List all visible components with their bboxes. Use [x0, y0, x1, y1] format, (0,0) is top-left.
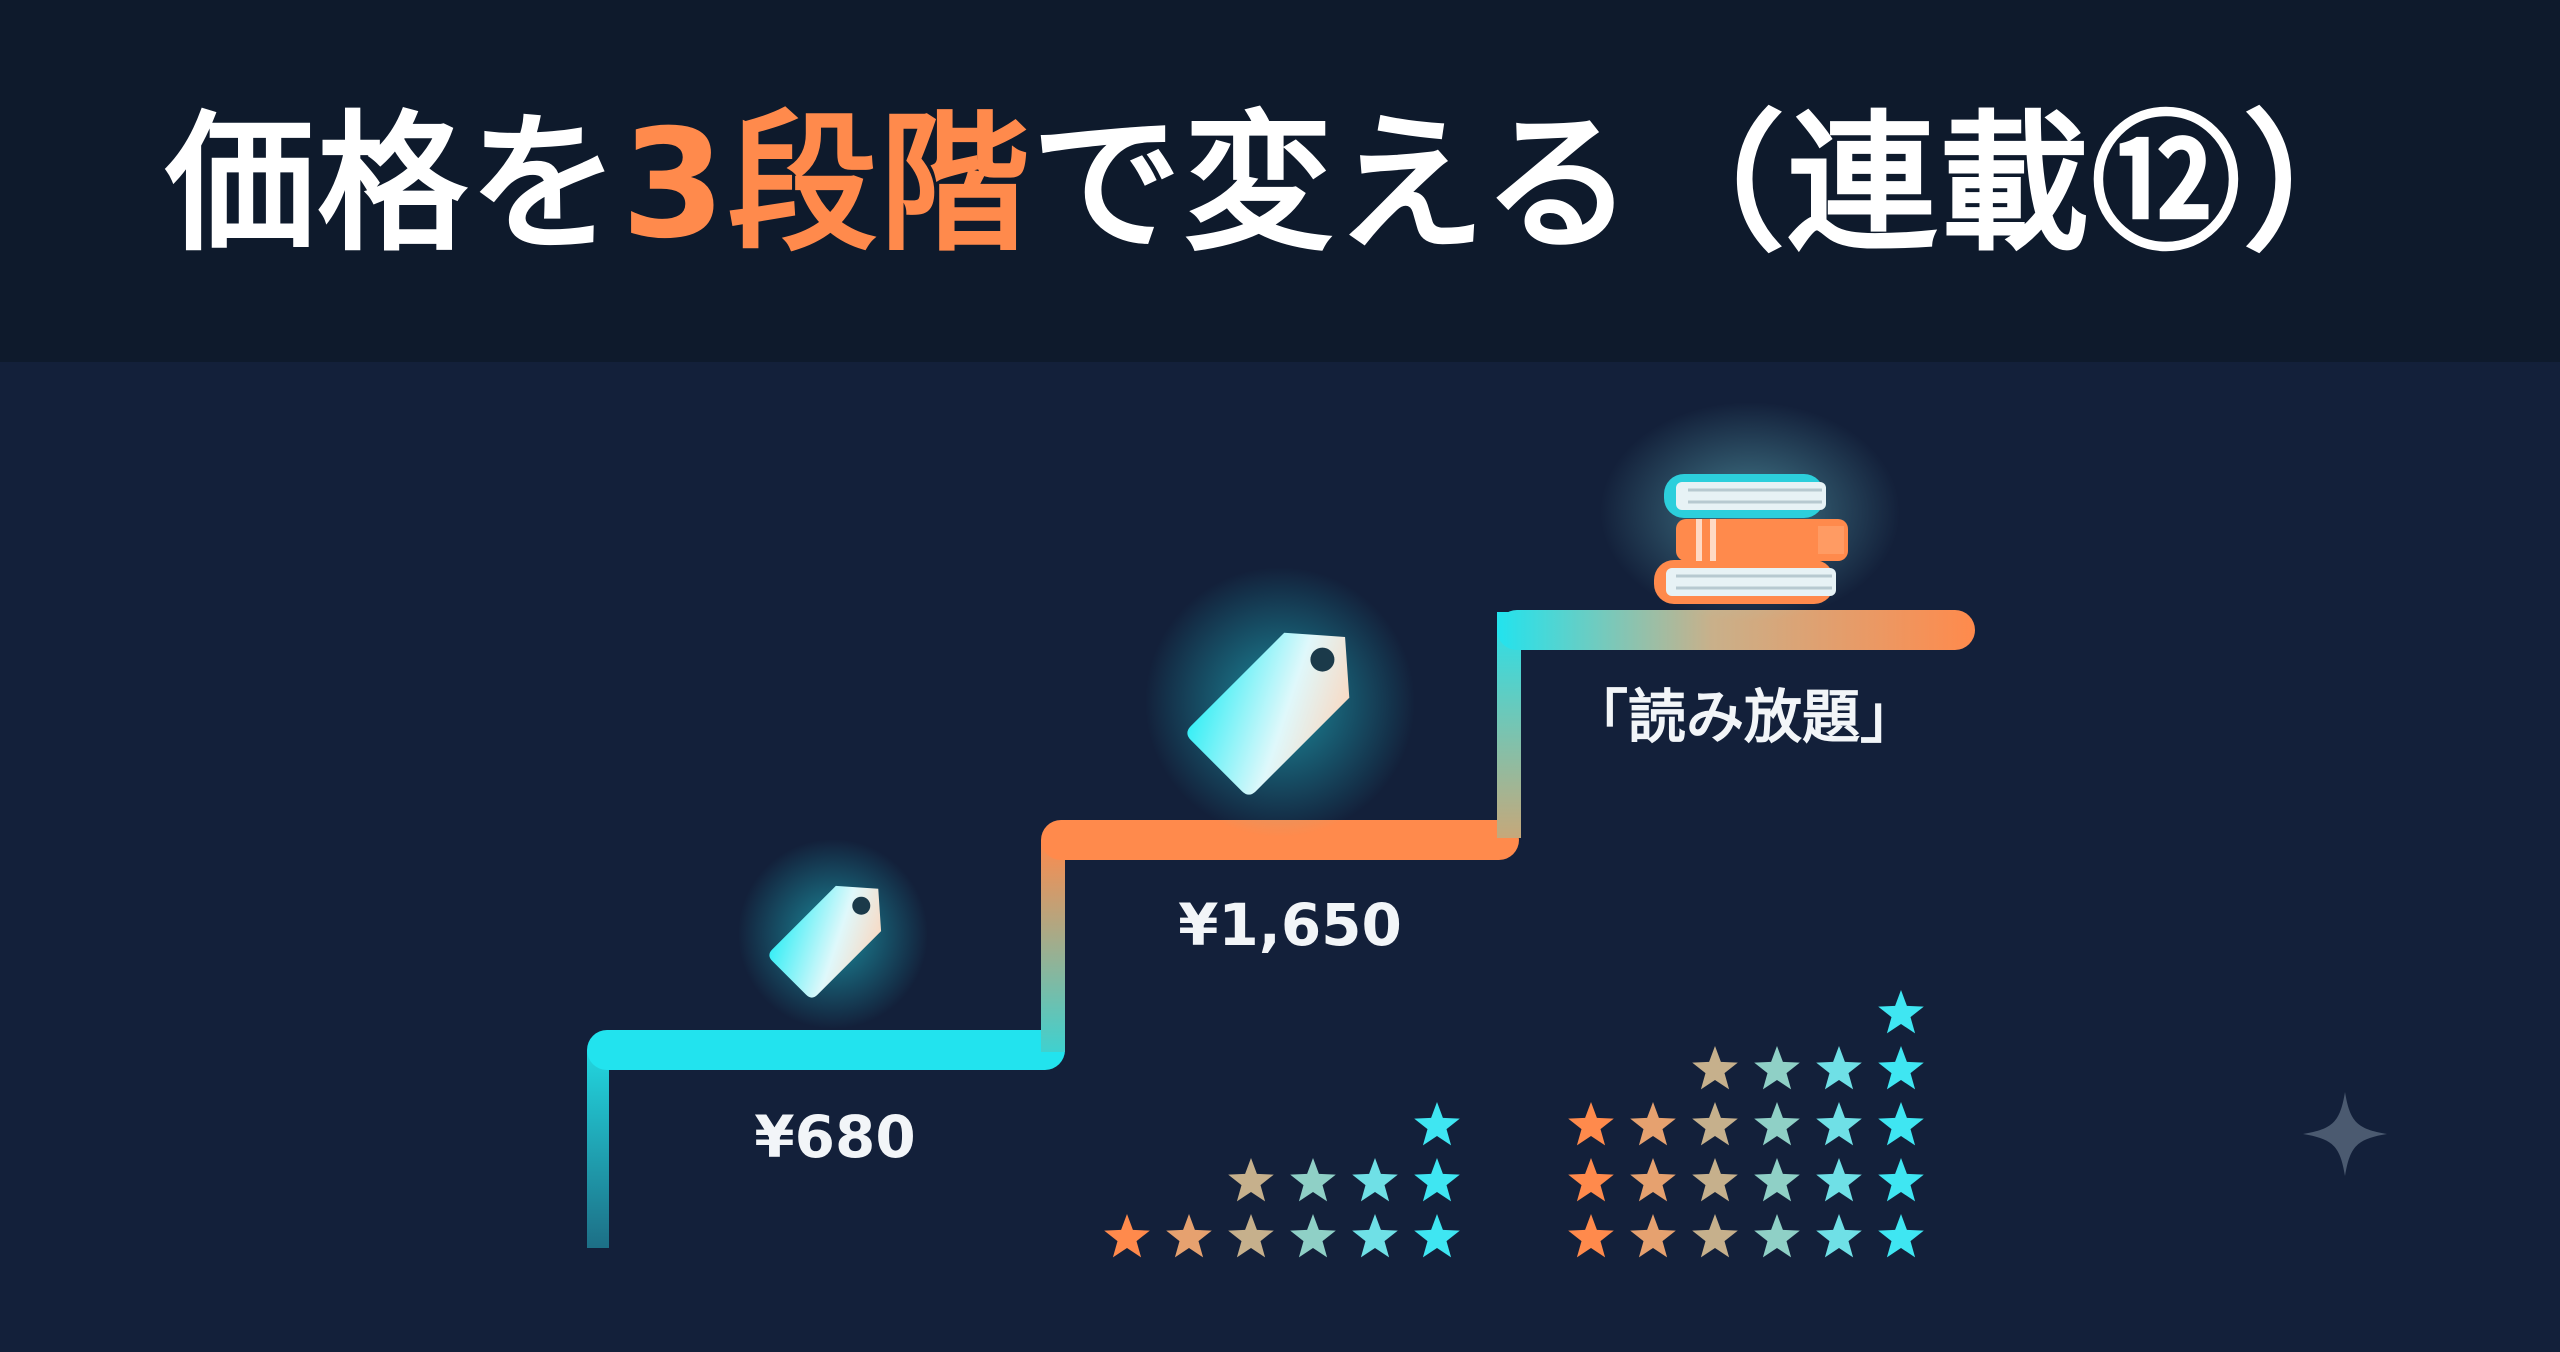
star-icon [1166, 1214, 1212, 1258]
step-2 [1041, 820, 1519, 860]
star-icon [1228, 1158, 1274, 1202]
star-icon [1352, 1214, 1398, 1258]
star-icon [1352, 1158, 1398, 1202]
title-highlight: 3段階 [621, 98, 1032, 272]
star-icon [1816, 1102, 1862, 1146]
star-icon [1816, 1214, 1862, 1258]
rise-1 [587, 1050, 609, 1248]
star-icon [1878, 1158, 1924, 1202]
star-icon [1878, 990, 1924, 1034]
star-icon [1568, 1102, 1614, 1146]
star-icon [1816, 1046, 1862, 1090]
rating-stars-group-1 [1104, 1102, 1460, 1258]
star-icon [1754, 1102, 1800, 1146]
header-band: 価格を3段階で変える（連載⑫） [0, 0, 2560, 362]
star-icon [1414, 1214, 1460, 1258]
star-icon [1228, 1214, 1274, 1258]
star-icon [1878, 1214, 1924, 1258]
star-icon [1692, 1158, 1738, 1202]
staircase-graphic [587, 402, 2387, 1258]
rise-2 [1041, 840, 1065, 1052]
book-stack-icon [1600, 402, 1900, 622]
star-icon [1878, 1046, 1924, 1090]
pricing-staircase-scene: ¥680 ¥1,650 「読み放題」 [0, 362, 2560, 1352]
staircase-line [587, 610, 1975, 1248]
rating-stars-group-2 [1568, 990, 1924, 1258]
star-icon [1754, 1214, 1800, 1258]
star-icon [1290, 1158, 1336, 1202]
star-icon [1692, 1102, 1738, 1146]
star-icon [1754, 1046, 1800, 1090]
title-suffix: で変える（連載⑫） [1031, 98, 2395, 272]
page-title: 価格を3段階で変える（連載⑫） [0, 95, 2560, 275]
title-prefix: 価格を [165, 98, 622, 272]
step-3 [1497, 610, 1975, 650]
tier-2-price: ¥1,650 [1178, 891, 1402, 959]
star-icon [1878, 1102, 1924, 1146]
price-tag-icon [1145, 567, 1415, 837]
price-tag-icon [738, 839, 928, 1029]
tier-3-label: 「読み放題」 [1570, 683, 1919, 751]
star-icon [1754, 1158, 1800, 1202]
star-icon [1290, 1214, 1336, 1258]
star-icon [1630, 1102, 1676, 1146]
star-icon [1630, 1214, 1676, 1258]
step-1 [587, 1030, 1065, 1070]
star-icon [1692, 1046, 1738, 1090]
star-icon [1414, 1102, 1460, 1146]
star-icon [1630, 1158, 1676, 1202]
star-icon [1568, 1214, 1614, 1258]
star-icon [1692, 1214, 1738, 1258]
star-icon [1104, 1214, 1150, 1258]
star-icon [1816, 1158, 1862, 1202]
star-icon [1414, 1158, 1460, 1202]
tier-1-price: ¥680 [754, 1103, 916, 1171]
sparkle-icon [2303, 1092, 2387, 1176]
star-icon [1568, 1158, 1614, 1202]
